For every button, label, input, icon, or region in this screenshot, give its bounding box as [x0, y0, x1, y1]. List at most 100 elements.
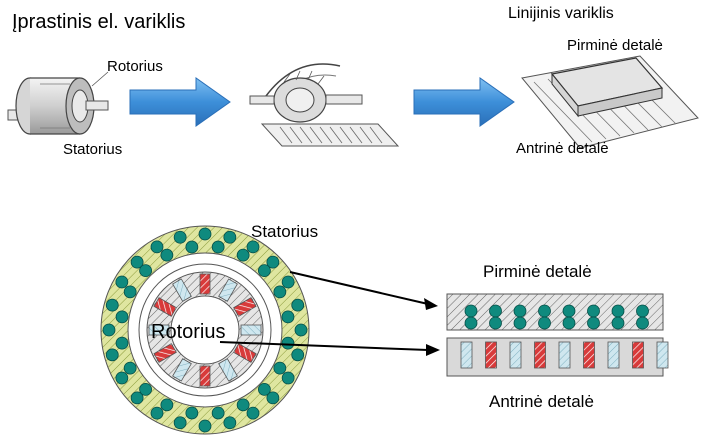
rotor-bar [240, 324, 262, 336]
stator-coil [291, 348, 305, 362]
top-primary-label: Pirminė detalė [567, 37, 663, 54]
secondary-bar [583, 341, 595, 369]
bottom-rotor-label: Rotorius [151, 321, 226, 343]
stator-coil [273, 361, 287, 375]
secondary-bar [656, 341, 669, 369]
stator-coil [211, 240, 225, 254]
primary-coil [611, 304, 625, 318]
stator-coil [105, 348, 119, 362]
stator-coil [223, 416, 237, 430]
stator-coil [257, 264, 271, 278]
top-rotor-label: Rotorius [107, 58, 163, 75]
rotor-bar [148, 324, 170, 336]
stator-coil [281, 275, 295, 289]
stator-coil [150, 240, 164, 254]
stator-coil [173, 416, 187, 430]
stator-coil [139, 264, 153, 278]
motor-cross-section [100, 225, 310, 435]
stator-coil [115, 371, 129, 385]
secondary-bars [460, 341, 669, 369]
rotor-bar [153, 343, 177, 363]
top-stator-label: Statorius [63, 141, 123, 158]
stator-coil [211, 406, 225, 420]
secondary-bar [632, 341, 644, 369]
primary-coils [464, 304, 649, 330]
primary-coil [636, 304, 649, 318]
secondary-bar [509, 341, 522, 369]
stator-coil [198, 419, 212, 433]
secondary-bar [485, 341, 497, 369]
stator-coil [185, 240, 199, 254]
stator-coil [198, 227, 212, 241]
stator-coils [102, 227, 308, 433]
stator-coil [139, 382, 153, 396]
linear-motor-illustration [521, 55, 699, 149]
unrolling-motor-illustration [249, 63, 400, 147]
rotor-bar [218, 358, 238, 382]
primary-coil [513, 304, 527, 318]
rotor-outline [138, 263, 272, 397]
stator-coil [281, 310, 295, 324]
rotor-bar [172, 278, 192, 302]
stator-coil [150, 406, 164, 420]
conventional-motor-title: Įprastinis el. variklis [12, 11, 186, 33]
stator-coil [173, 230, 187, 244]
stator-coil [185, 406, 199, 420]
connector-arrows [219, 271, 440, 356]
primary-coil [611, 316, 625, 330]
bottom-primary-label: Pirminė detalė [483, 262, 592, 281]
rotor-bar [172, 358, 192, 382]
primary-coil [489, 316, 502, 330]
secondary-bar [534, 341, 546, 369]
stator-coil [266, 391, 280, 405]
stator-coil [223, 230, 237, 244]
secondary-bar [607, 341, 620, 369]
stator-coil [266, 255, 280, 269]
stator-coil [102, 323, 116, 337]
secondary-part-core [446, 337, 664, 377]
stator-coil [294, 323, 308, 337]
stator-coil [115, 336, 129, 350]
stator-coil [273, 285, 287, 299]
stator-coil [291, 298, 305, 312]
stator-coil [115, 310, 129, 324]
primary-coil [464, 316, 478, 330]
conventional-motor-illustration [7, 71, 109, 135]
secondary-bar [558, 341, 571, 369]
arrow-right-2 [413, 77, 515, 127]
primary-coil [636, 316, 649, 330]
stator-coil [105, 298, 119, 312]
linear-section [446, 293, 669, 377]
primary-coil [562, 316, 576, 330]
rotor-bar [233, 343, 257, 363]
primary-coil [538, 304, 551, 318]
primary-coil [587, 304, 600, 318]
rotor-hub [170, 295, 240, 365]
rotor-bar [153, 297, 177, 317]
stator-coil [281, 336, 295, 350]
primary-coil [513, 316, 527, 330]
stator-coil [130, 255, 144, 269]
stator-coil [160, 248, 174, 262]
top-secondary-label: Antrinė detalė [516, 140, 609, 157]
bottom-stator-label: Statorius [251, 222, 319, 241]
stator-coil [281, 371, 295, 385]
stator-coil [257, 382, 271, 396]
primary-coil [489, 304, 502, 318]
primary-part-core [446, 293, 664, 331]
stator-coil [246, 240, 260, 254]
primary-coil [562, 304, 576, 318]
bottom-secondary-label: Antrinė detalė [489, 392, 594, 411]
stator-coil [160, 398, 174, 412]
stator-coil [115, 275, 129, 289]
stator-coil [246, 406, 260, 420]
arrow-right-1 [129, 77, 231, 127]
stator-coil [123, 361, 137, 375]
rotor-bars [148, 273, 262, 387]
primary-coil [538, 316, 551, 330]
stator-coil [236, 248, 250, 262]
rotor-bar [199, 273, 211, 295]
rotor-bar [218, 278, 238, 302]
